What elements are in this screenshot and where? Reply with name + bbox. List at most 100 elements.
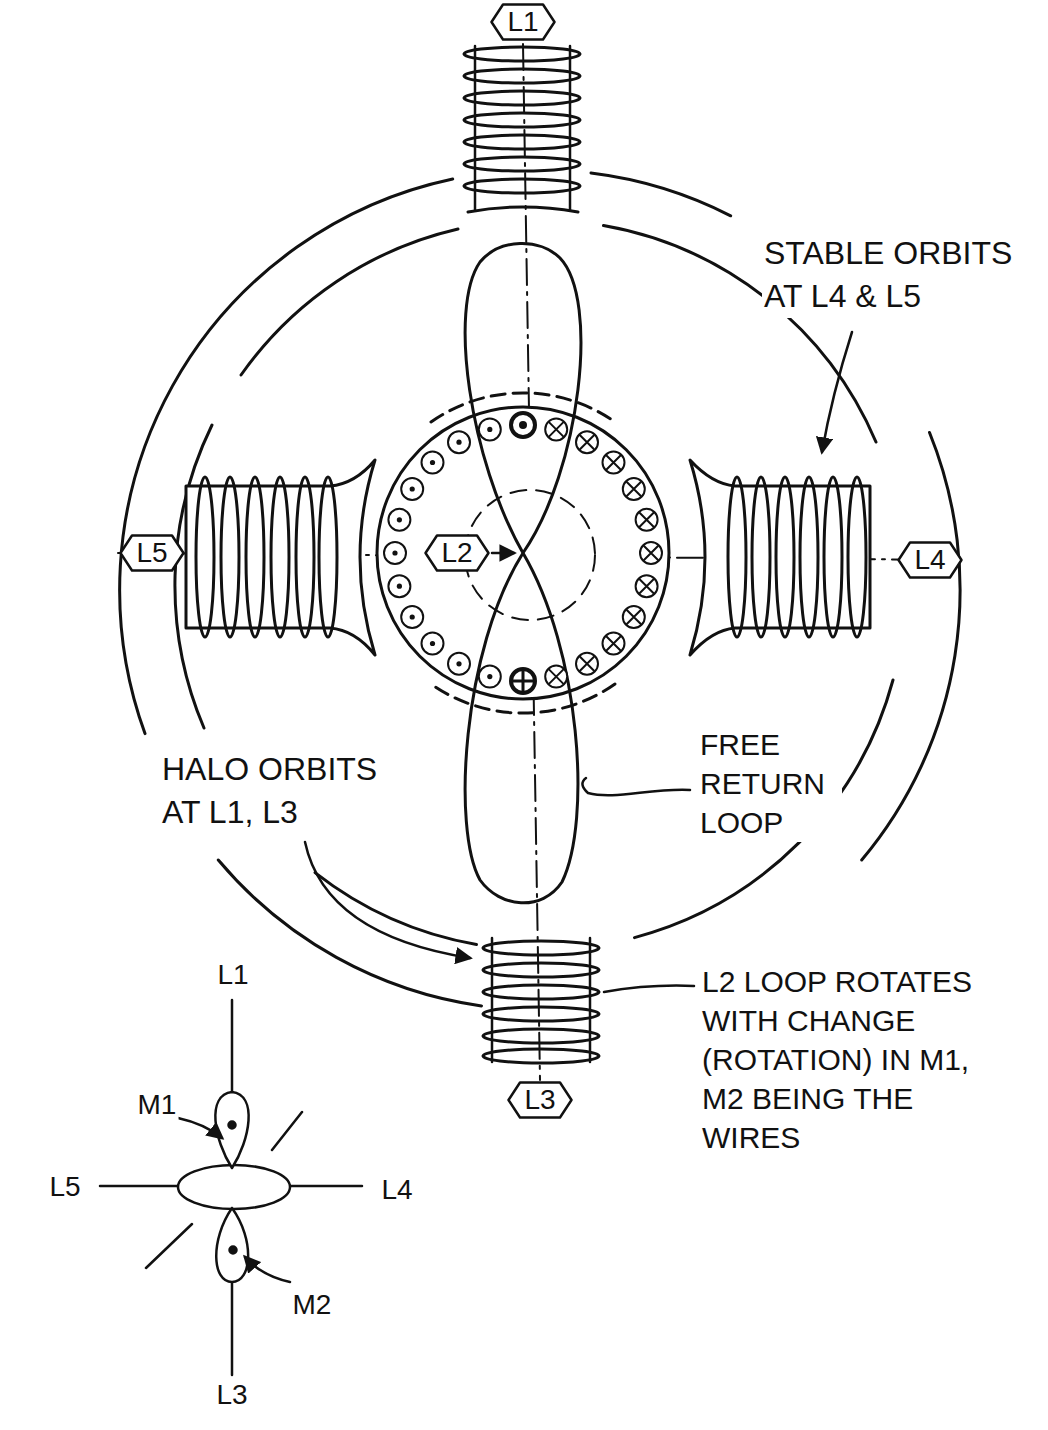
coil-turn bbox=[824, 477, 842, 637]
wire-in bbox=[640, 542, 662, 564]
coil-turn bbox=[271, 477, 289, 637]
leader-line bbox=[582, 778, 690, 795]
coil-turn bbox=[483, 1029, 599, 1043]
wire-out bbox=[384, 542, 406, 564]
wire-in bbox=[576, 431, 598, 453]
point-label: L5 bbox=[136, 538, 167, 567]
point-label: L3 bbox=[524, 1085, 555, 1114]
coil-turn bbox=[483, 941, 599, 955]
inset-label: L4 bbox=[379, 1175, 414, 1206]
point-label: L4 bbox=[914, 545, 945, 574]
inset-label: L1 bbox=[215, 960, 250, 991]
wire-in bbox=[623, 606, 645, 628]
orbit-arc bbox=[120, 179, 453, 734]
wire-in bbox=[545, 418, 567, 440]
coil-end bbox=[468, 207, 578, 212]
orbit-arc bbox=[241, 229, 458, 375]
leader-line bbox=[305, 842, 470, 958]
wire-out bbox=[422, 452, 444, 474]
coil-turn bbox=[221, 477, 239, 637]
coil-core bbox=[690, 460, 870, 655]
inset-ellipse bbox=[178, 1165, 290, 1209]
annotation-note: HALO ORBITS AT L1, L3 bbox=[160, 748, 404, 834]
point-hexagon: L1 bbox=[490, 3, 556, 41]
wire-out bbox=[448, 653, 470, 675]
wire-out bbox=[448, 431, 470, 453]
hexagon-shape bbox=[492, 5, 555, 40]
wire-in bbox=[576, 653, 598, 675]
point-label: L1 bbox=[507, 7, 538, 36]
wire-in bbox=[603, 452, 625, 474]
point-hexagon: L3 bbox=[507, 1081, 573, 1119]
hexagon-shape bbox=[899, 543, 962, 578]
coil-turn bbox=[296, 477, 314, 637]
wire-out bbox=[479, 666, 501, 688]
wire-out bbox=[422, 633, 444, 655]
point-hexagon: L2 bbox=[424, 534, 490, 572]
inset-label: L3 bbox=[214, 1380, 249, 1411]
wire-symbols bbox=[384, 413, 662, 693]
wire-m2 bbox=[511, 669, 535, 693]
wire-out bbox=[401, 606, 423, 628]
axis-lines bbox=[118, 44, 962, 1080]
wire-out bbox=[388, 509, 410, 531]
coil-turn bbox=[464, 135, 580, 149]
hexagon-shape bbox=[426, 536, 489, 571]
coil-turn bbox=[848, 477, 866, 637]
wire-out bbox=[479, 418, 501, 440]
hexagon-shape bbox=[121, 536, 184, 571]
coil-turn bbox=[728, 477, 746, 637]
coil-turn bbox=[464, 157, 580, 171]
inset-label: M1 bbox=[136, 1090, 179, 1121]
coil-turn bbox=[483, 1007, 599, 1021]
orbit-arc bbox=[591, 173, 731, 216]
annotation-note: FREE RETURN LOOP bbox=[698, 725, 842, 842]
mass-dot bbox=[229, 1122, 236, 1129]
wire-in bbox=[636, 575, 658, 597]
point-label: L2 bbox=[441, 538, 472, 567]
mass-dot bbox=[230, 1247, 237, 1254]
coil-turn bbox=[246, 477, 264, 637]
coil-turn bbox=[464, 69, 580, 83]
coil-turn bbox=[483, 963, 599, 977]
orbit-arc bbox=[218, 860, 481, 1006]
orbit-arc bbox=[862, 433, 960, 861]
coil-turn bbox=[776, 477, 794, 637]
annotation-note: L2 LOOP ROTATES WITH CHANGE (ROTATION) I… bbox=[700, 962, 1019, 1157]
coil-turn bbox=[800, 477, 818, 637]
annotation-note: STABLE ORBITS AT L4 & L5 bbox=[762, 232, 1028, 318]
wire-in bbox=[636, 509, 658, 531]
coil-turn bbox=[752, 477, 770, 637]
coil-bottom bbox=[483, 938, 599, 1063]
point-hexagon: L5 bbox=[119, 534, 185, 572]
leader-line bbox=[604, 986, 694, 992]
coil-turn bbox=[319, 477, 337, 637]
inner-orbit bbox=[175, 226, 893, 945]
wire-out bbox=[401, 478, 423, 500]
coil-right bbox=[690, 460, 870, 655]
orbit-arc bbox=[635, 680, 894, 938]
wire-out bbox=[388, 575, 410, 597]
inset-lobe bbox=[216, 1208, 248, 1282]
inset-diagram bbox=[100, 1000, 362, 1375]
wire-in bbox=[603, 633, 625, 655]
inset-label: M2 bbox=[291, 1290, 334, 1321]
pointer-arrow bbox=[492, 552, 514, 555]
coil-turn bbox=[483, 1049, 599, 1063]
coil-turn bbox=[196, 477, 214, 637]
coil-top bbox=[464, 46, 580, 212]
coil-turn bbox=[464, 179, 580, 193]
leader-line bbox=[245, 1257, 290, 1282]
inset-lobe bbox=[215, 1092, 248, 1168]
free-return-loop bbox=[465, 243, 581, 902]
coil-turn bbox=[464, 47, 580, 61]
inset-label: L5 bbox=[47, 1172, 82, 1203]
coil-turn bbox=[483, 985, 599, 999]
hexagon-shape bbox=[509, 1083, 572, 1118]
leader-line bbox=[822, 332, 852, 452]
wire-m1 bbox=[511, 413, 535, 437]
orbit-arc bbox=[315, 873, 477, 945]
coil-turn bbox=[464, 91, 580, 105]
wire-in bbox=[545, 666, 567, 688]
